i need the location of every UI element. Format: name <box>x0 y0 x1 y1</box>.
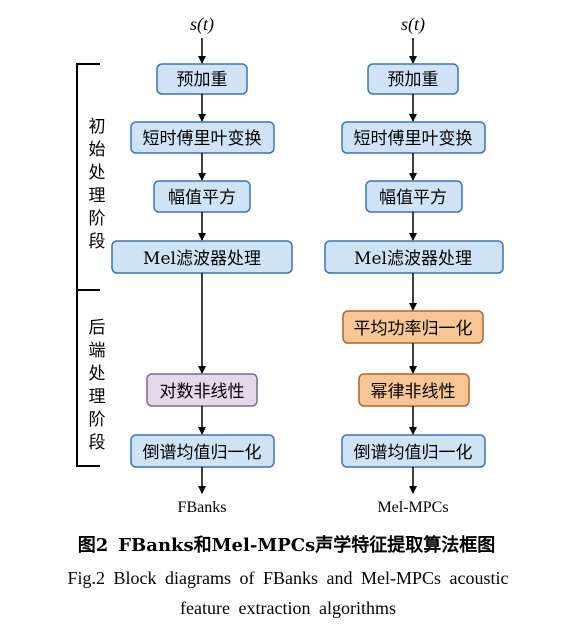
front-stage-char: 初 <box>89 117 106 137</box>
fbanks-magsquare-label: 幅值平方 <box>168 188 236 208</box>
fbanks-input-label: s(t) <box>190 14 214 35</box>
back-stage-char: 段 <box>89 433 106 453</box>
figure-caption-cn: 图2 FBanks和Mel-MPCs声学特征提取算法框图 <box>0 531 573 557</box>
melmpcs-column: s(t) 预加重 短时傅里叶变换 幅值平方 Mel滤波器处理 平均功率归一化 幂… <box>324 14 504 516</box>
back-stage-char: 理 <box>89 387 106 407</box>
figure-title-cn: FBanks和Mel-MPCs声学特征提取算法框图 <box>118 535 496 556</box>
melmpcs-melfilter-label: Mel滤波器处理 <box>354 249 472 269</box>
front-stage-char: 阶 <box>89 209 106 229</box>
melmpcs-powerlaw-box <box>358 373 470 407</box>
fbanks-output-label: FBanks <box>178 499 227 516</box>
front-stage-char: 段 <box>89 232 106 252</box>
fbanks-preemphasis-label: 预加重 <box>177 70 228 90</box>
fbanks-log-label: 对数非线性 <box>160 382 245 402</box>
front-stage-bracket <box>76 63 100 290</box>
front-stage-char: 理 <box>89 186 106 206</box>
front-stage-char: 处 <box>89 163 106 183</box>
melmpcs-output-label: Mel-MPCs <box>377 499 448 516</box>
fbanks-melfilter-label: Mel滤波器处理 <box>143 249 261 269</box>
figure-title-en-line2: feature extraction algorithms <box>180 598 396 618</box>
melmpcs-melfilter-box <box>324 240 504 274</box>
melmpcs-cmn-label: 倒谱均值归一化 <box>354 443 473 463</box>
front-stage-label: 初 始 处 理 阶 段 <box>89 117 106 252</box>
fbanks-cmn-label: 倒谱均值归一化 <box>143 443 262 463</box>
melmpcs-powerlaw-label: 幂律非线性 <box>371 382 456 402</box>
melmpcs-powernorm-label: 平均功率归一化 <box>354 319 473 339</box>
melmpcs-input-label: s(t) <box>401 14 425 35</box>
back-stage-char: 处 <box>89 364 106 384</box>
back-stage-char: 端 <box>89 341 106 361</box>
fbanks-stft-label: 短时傅里叶变换 <box>143 129 262 149</box>
back-stage-char: 后 <box>89 318 106 338</box>
figure-number-cn: 图2 <box>77 535 109 556</box>
melmpcs-magsquare-box <box>365 180 463 213</box>
melmpcs-stft-label: 短时傅里叶变换 <box>354 129 473 149</box>
fbanks-column: s(t) 预加重 短时傅里叶变换 幅值平方 Mel滤波器处理 对数非线性 倒谱均… <box>111 14 293 516</box>
back-stage-bracket <box>76 290 100 467</box>
figure-title-en-line1: Fig.2 Block diagrams of FBanks and Mel-M… <box>67 568 509 588</box>
stage-brackets <box>76 63 100 467</box>
back-stage-char: 阶 <box>89 410 106 430</box>
block-diagram: 初 始 处 理 阶 段 后 端 处 理 阶 段 s(t) 预加重 短时傅里叶变换… <box>76 14 504 516</box>
melmpcs-magsquare-label: 幅值平方 <box>379 188 447 208</box>
figure-caption-en: Fig.2 Block diagrams of FBanks and Mel-M… <box>18 563 558 623</box>
front-stage-char: 始 <box>89 140 106 160</box>
melmpcs-preemphasis-label: 预加重 <box>388 70 439 90</box>
back-stage-label: 后 端 处 理 阶 段 <box>89 318 106 453</box>
